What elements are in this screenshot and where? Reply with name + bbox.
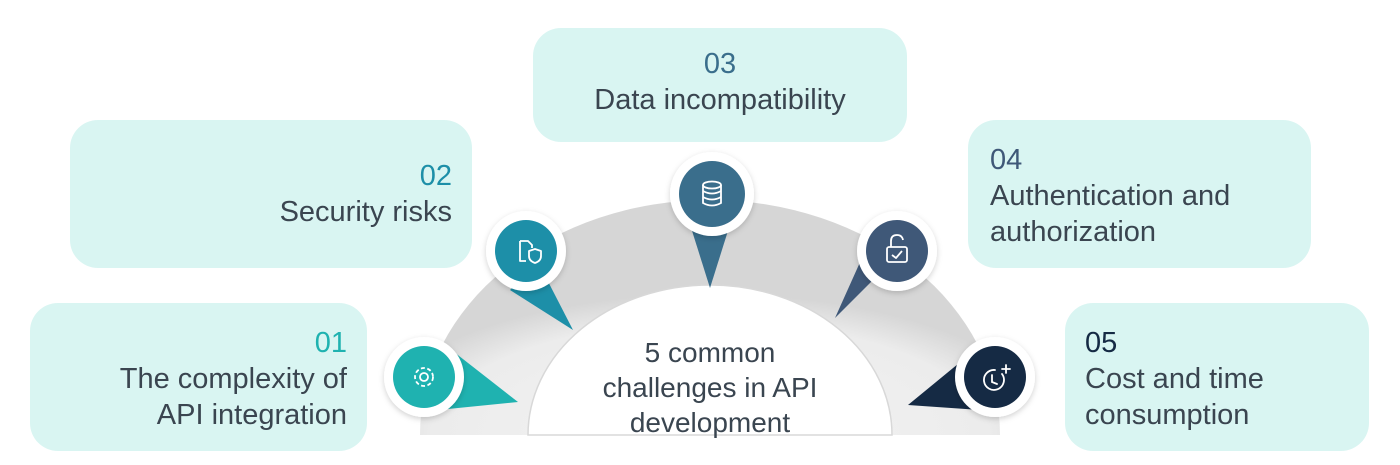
challenge-card-03: 03 Data incompatibility xyxy=(533,28,907,142)
challenge-card-01: 01 The complexity of API integration xyxy=(30,303,367,451)
marker-01 xyxy=(384,337,518,417)
challenge-number: 05 xyxy=(1085,327,1118,359)
marker-03 xyxy=(670,152,754,288)
marker-04 xyxy=(835,211,937,318)
database-icon xyxy=(702,180,722,207)
marker-02 xyxy=(486,211,573,330)
diagram-title-line-2: challenges in API xyxy=(602,372,818,403)
clock-plus-icon xyxy=(983,364,1011,391)
diagram-title: 5 common challenges in API development xyxy=(560,335,860,440)
challenge-card-02: 02 Security risks xyxy=(70,120,472,268)
challenge-card-05: 05 Cost and time consumption xyxy=(1065,303,1369,451)
challenge-card-04: 04 Authentication and authorization xyxy=(968,120,1311,268)
challenge-number: 03 xyxy=(703,48,737,80)
challenge-number: 04 xyxy=(990,144,1023,176)
diagram-title-line-1: 5 common xyxy=(644,337,776,368)
challenge-label-line-1: Data incompatibility xyxy=(594,84,846,116)
challenge-label-line-2: API integration xyxy=(156,399,347,431)
challenge-number: 02 xyxy=(419,160,452,192)
challenge-label-line-1: The complexity of xyxy=(119,363,347,395)
challenge-label-line-2: consumption xyxy=(1085,399,1250,431)
shield-document-icon xyxy=(519,240,542,264)
challenge-label-line-1: Security risks xyxy=(279,196,452,228)
lock-check-icon xyxy=(886,234,908,263)
challenge-number: 01 xyxy=(314,327,347,359)
challenge-label-line-1: Cost and time xyxy=(1085,363,1264,395)
gear-icon xyxy=(414,367,434,387)
challenge-label-line-2: authorization xyxy=(990,216,1157,248)
marker-05 xyxy=(908,337,1035,417)
inner-half-circle xyxy=(527,284,893,436)
diagram-title-line-3: development xyxy=(629,407,791,438)
challenge-label-line-1: Authentication and xyxy=(990,180,1231,212)
